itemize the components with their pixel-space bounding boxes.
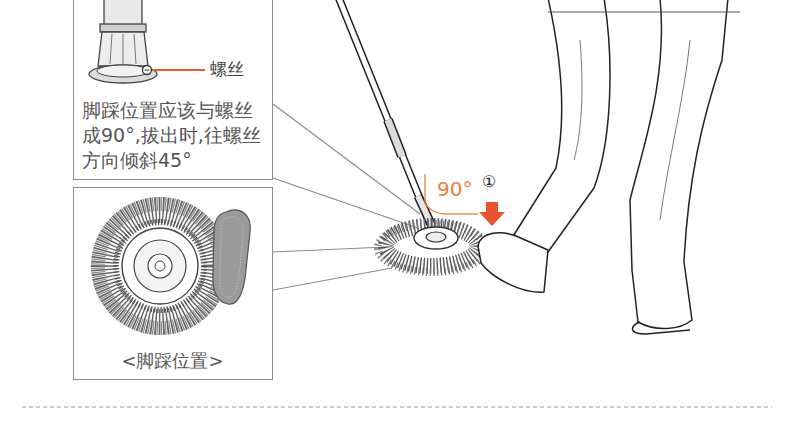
callout-number: ① xyxy=(482,172,496,191)
note-text: 脚踩位置应该与螺丝成90°,拔出时,往螺丝方向倾斜45° xyxy=(82,98,264,173)
separator-line xyxy=(22,407,772,408)
part-name: 螺丝 xyxy=(210,58,244,81)
leader-lines xyxy=(273,104,420,290)
mop-pole xyxy=(338,0,432,226)
angle-mark xyxy=(425,174,478,214)
press-arrow xyxy=(479,202,505,226)
mop-head xyxy=(378,224,486,272)
detail-box: <脚踩位置> xyxy=(73,187,273,380)
connector-detail xyxy=(89,0,205,83)
caption-text: <脚踩位置> xyxy=(74,350,271,372)
detail-box: 脚踩位置应该与螺丝成90°,拔出时,往螺丝方向倾斜45° xyxy=(73,0,273,180)
person-legs xyxy=(478,0,740,334)
mop-head-top xyxy=(98,204,250,328)
angle-label: 90° xyxy=(437,177,472,201)
